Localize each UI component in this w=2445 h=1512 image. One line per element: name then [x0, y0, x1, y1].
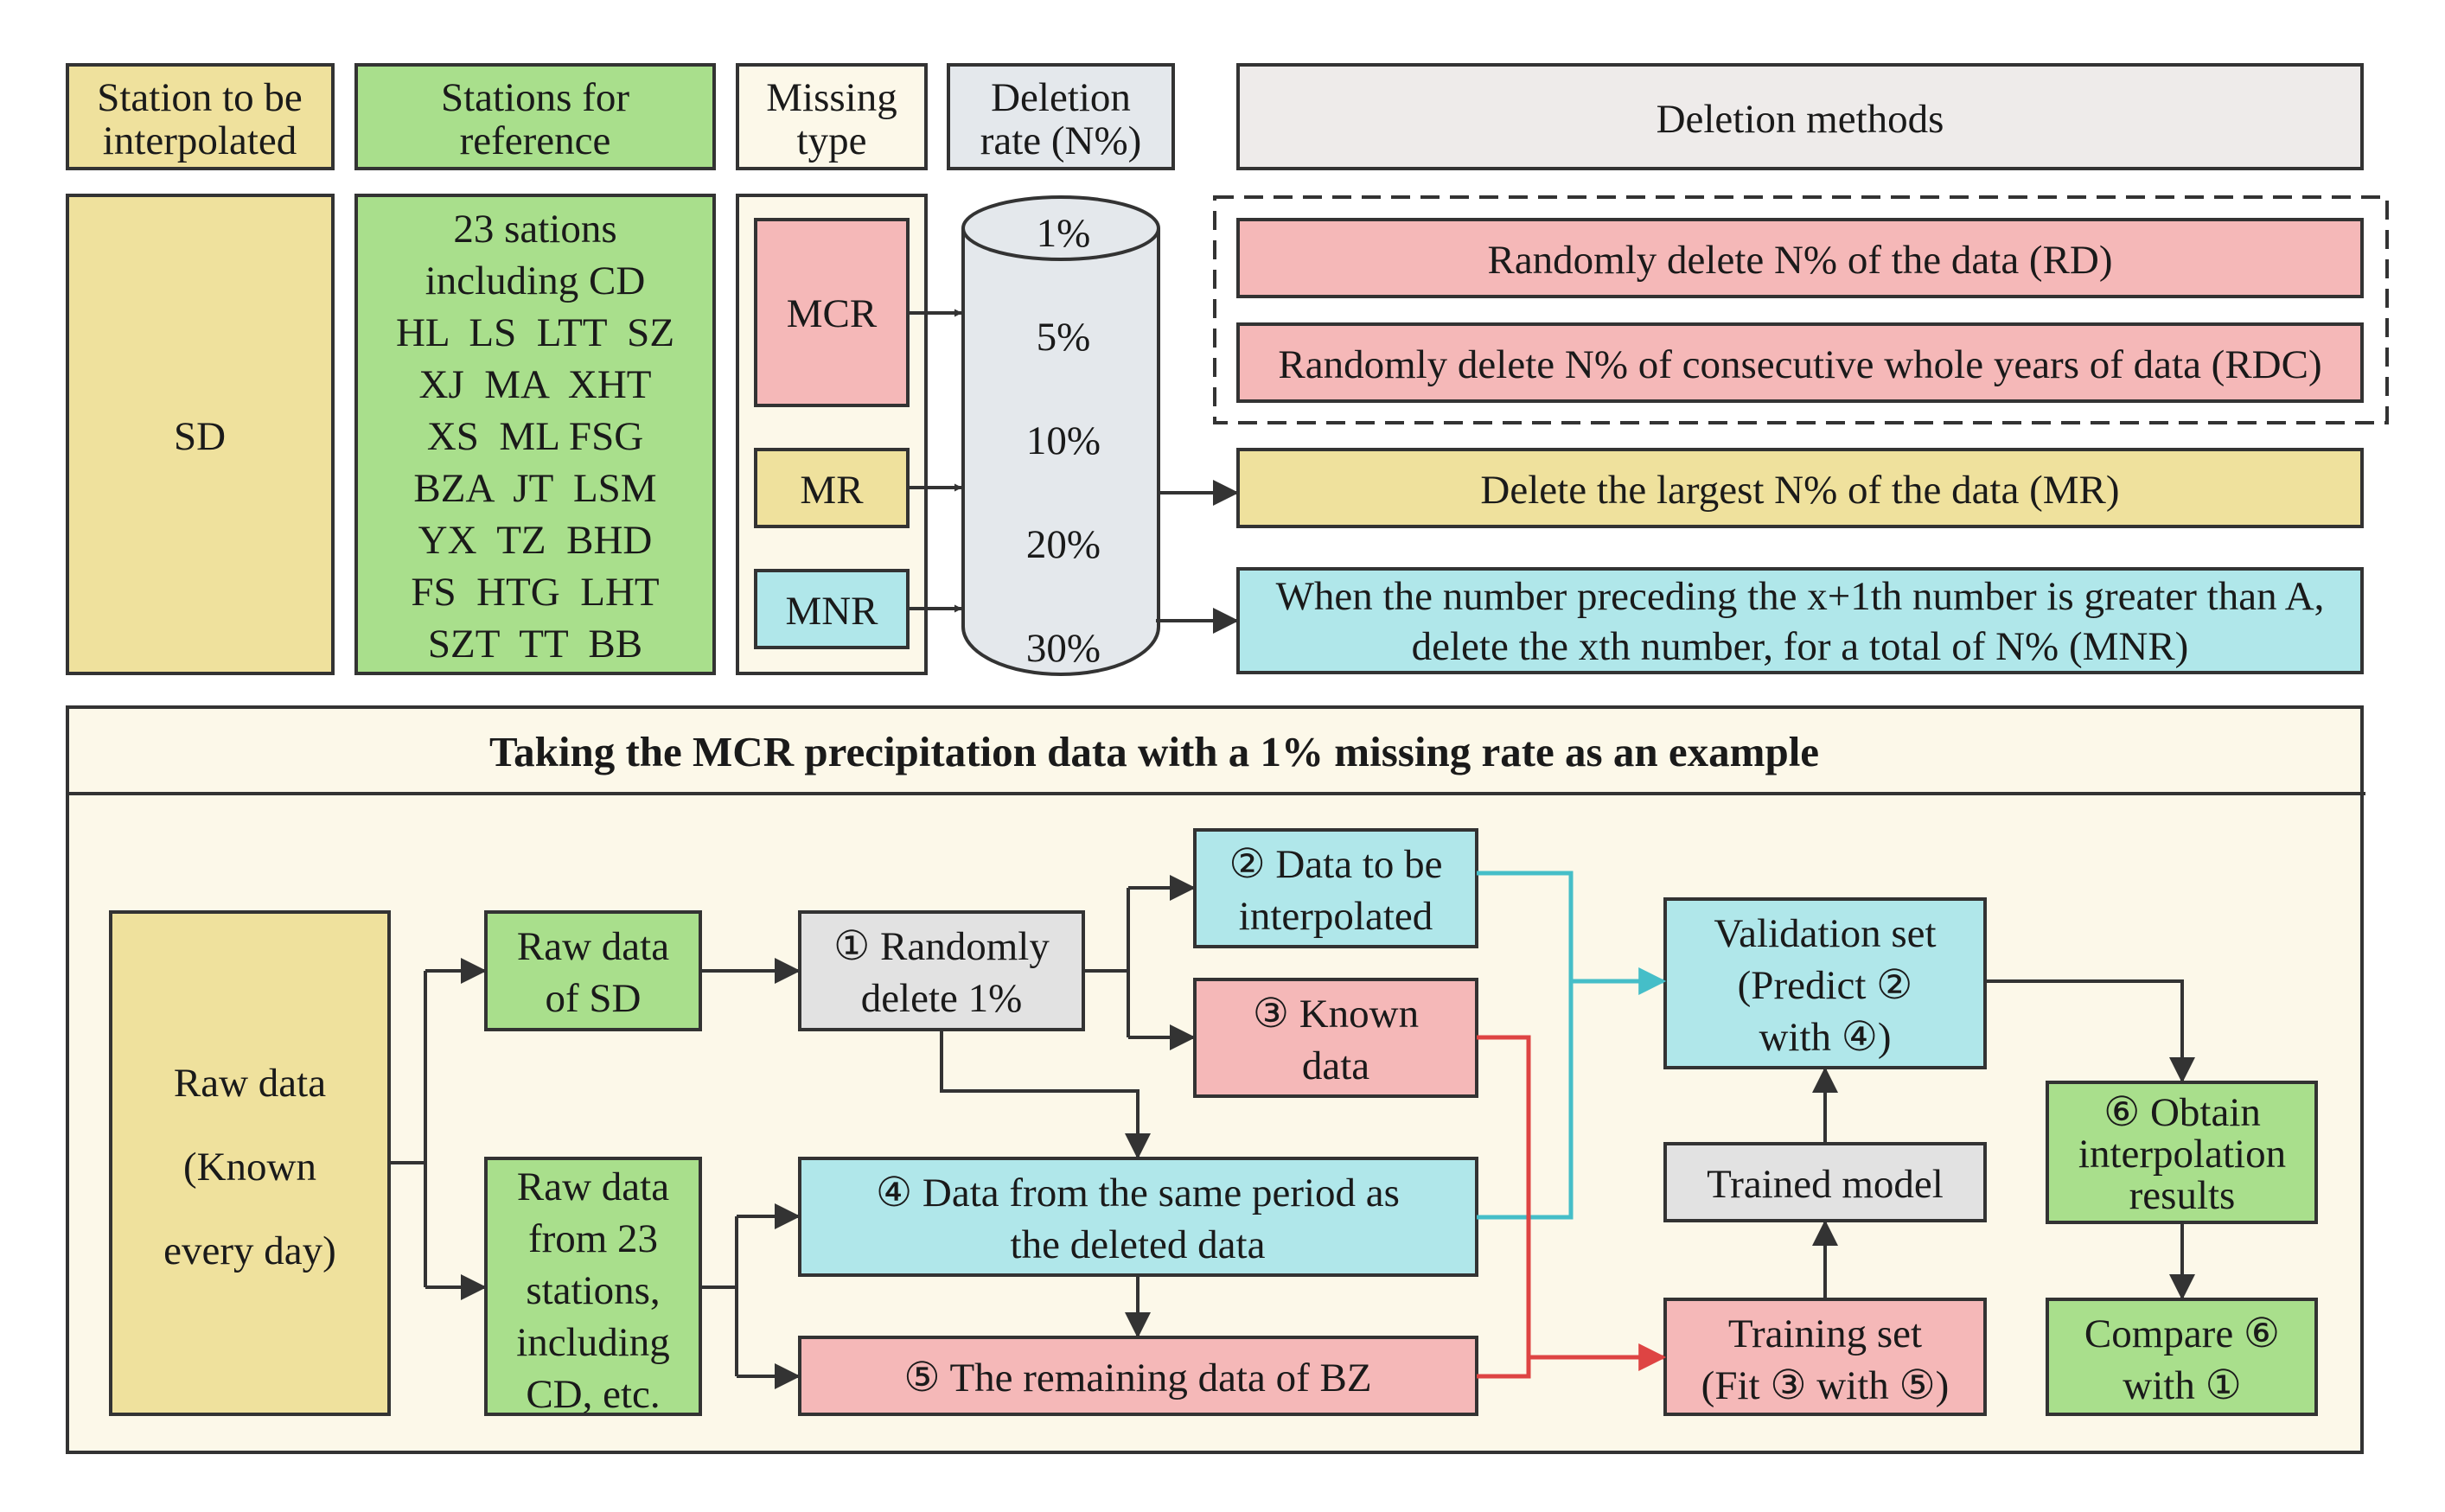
- step1-line: ① Randomly: [833, 924, 1050, 969]
- step1-line: delete 1%: [861, 976, 1023, 1021]
- random-deletion-dashed-group: [1213, 195, 2389, 424]
- method-rdc-label: Randomly delete N% of consecutive whole …: [1278, 342, 2321, 387]
- step4-line: ④ Data from the same period as: [876, 1171, 1400, 1215]
- step6-line: interpolation: [2078, 1132, 2286, 1177]
- step1-random-delete-box: ① Randomly delete 1%: [798, 910, 1085, 1031]
- step5-label: ⑤ The remaining data of BZ: [903, 1356, 1371, 1400]
- header-missing-line-1: Missing: [766, 75, 897, 120]
- validation-line: with ④): [1759, 1015, 1891, 1060]
- step2-line: ② Data to be: [1229, 842, 1442, 887]
- header-reference: Stations for reference: [354, 63, 716, 170]
- missing-mr-label: MR: [800, 468, 864, 513]
- raw-data-sd-box: Raw data of SD: [484, 910, 702, 1031]
- raw-data-23-box: Raw data from 23 stations, including CD,…: [484, 1157, 702, 1417]
- missing-mcr-label: MCR: [787, 291, 878, 336]
- reference-line: 23 sations: [453, 207, 616, 252]
- header-deletion-rate: Deletion rate (N%): [947, 63, 1175, 170]
- reference-line: FS HTG LHT: [411, 570, 659, 615]
- rate-label: 1%: [1037, 211, 1091, 256]
- method-mnr-line-2: delete the xth number, for a total of N%…: [1412, 624, 2189, 669]
- header-station-line-2: interpolated: [103, 118, 297, 163]
- rate-label: 20%: [1026, 522, 1101, 567]
- step3-line: data: [1302, 1043, 1369, 1088]
- step6-line: results: [2129, 1173, 2236, 1218]
- header-rate-line-1: Deletion: [991, 75, 1131, 120]
- method-rdc-box: Randomly delete N% of consecutive whole …: [1236, 322, 2364, 403]
- method-mnr-line-1: When the number preceding the x+1th numb…: [1276, 574, 2325, 619]
- missing-mnr-label: MNR: [785, 589, 878, 634]
- rate-label: 30%: [1026, 626, 1101, 671]
- missing-type-panel: MCR MR MNR: [736, 194, 928, 675]
- header-rate-line-2: rate (N%): [980, 118, 1142, 163]
- compare-line: Compare ⑥: [2084, 1311, 2280, 1356]
- step2-to-interpolate-box: ② Data to be interpolated: [1193, 828, 1478, 948]
- trained-model-box: Trained model: [1663, 1142, 1987, 1222]
- reference-line: HL LS LTT SZ: [396, 310, 674, 355]
- reference-line: including CD: [425, 258, 646, 303]
- reference-line: BZA JT LSM: [413, 466, 656, 511]
- trained-model-label: Trained model: [1707, 1162, 1944, 1207]
- compare-line: with ①: [2123, 1363, 2241, 1408]
- arrow-validation-to-step6: [1985, 979, 2195, 1083]
- validation-line: (Predict ②: [1738, 963, 1913, 1008]
- missing-mcr-box: [754, 218, 910, 407]
- method-mr-box: Delete the largest N% of the data (MR): [1236, 448, 2364, 528]
- reference-line: XJ MA XHT: [419, 362, 652, 407]
- header-missing-line-2: type: [797, 118, 867, 163]
- compare-box: Compare ⑥ with ①: [2046, 1298, 2318, 1416]
- rate-label: 5%: [1037, 315, 1091, 360]
- connector-red: [1477, 1035, 1531, 1379]
- training-set-box: Training set (Fit ③ with ⑤): [1663, 1298, 1987, 1416]
- connector-cyan: [1477, 871, 1574, 1220]
- raw-data-line: every day): [163, 1228, 336, 1273]
- method-rd-label: Randomly delete N% of the data (RD): [1487, 238, 2112, 283]
- header-missing-type: Missing type: [736, 63, 928, 170]
- flow-arrows: [389, 871, 2195, 1389]
- raw-23-line: from 23: [528, 1216, 658, 1261]
- validation-line: Validation set: [1714, 911, 1936, 956]
- header-methods-label: Deletion methods: [1657, 97, 1944, 142]
- deletion-rate-cylinder: 1% 5% 10% 20% 30%: [961, 195, 1160, 676]
- step3-line: ③ Known: [1253, 992, 1419, 1037]
- raw-data-box: Raw data (Known every day): [109, 910, 391, 1416]
- example-title: Taking the MCR precipitation data with a…: [489, 728, 1819, 775]
- raw-sd-line: Raw data: [517, 924, 669, 969]
- header-station-line-1: Station to be: [97, 75, 303, 120]
- raw-23-line: including: [516, 1320, 670, 1365]
- station-sd-label: SD: [174, 414, 226, 459]
- validation-set-box: Validation set (Predict ② with ④): [1663, 897, 1987, 1069]
- header-reference-line-2: reference: [460, 118, 611, 163]
- header-reference-line-1: Stations for: [441, 75, 629, 120]
- training-line: Training set: [1728, 1311, 1922, 1356]
- raw-data-line: (Known: [183, 1145, 316, 1190]
- station-sd-box: SD: [66, 194, 335, 675]
- step6-results-box: ⑥ Obtain interpolation results: [2046, 1081, 2318, 1224]
- step4-line: the deleted data: [1011, 1222, 1266, 1267]
- arrow-step1-to-step4: [940, 1030, 1151, 1159]
- training-line: (Fit ③ with ⑤): [1701, 1363, 1950, 1408]
- header-station: Station to be interpolated: [66, 63, 335, 170]
- step4-same-period-box: ④ Data from the same period as the delet…: [798, 1157, 1478, 1277]
- method-mr-label: Delete the largest N% of the data (MR): [1480, 468, 2119, 513]
- rate-label: 10%: [1026, 418, 1101, 463]
- raw-sd-line: of SD: [546, 976, 642, 1021]
- reference-line: YX TZ BHD: [418, 518, 653, 563]
- reference-line: SZT TT BB: [428, 622, 642, 667]
- step2-line: interpolated: [1239, 894, 1433, 939]
- raw-23-line: stations,: [526, 1268, 660, 1313]
- raw-data-line: Raw data: [174, 1061, 326, 1106]
- header-deletion-methods: Deletion methods: [1236, 63, 2364, 170]
- reference-line: XS ML FSG: [427, 414, 643, 459]
- missing-mr-box: [754, 448, 910, 528]
- raw-23-line: CD, etc.: [526, 1372, 660, 1417]
- step5-remaining-box: ⑤ The remaining data of BZ: [798, 1336, 1478, 1416]
- method-rd-box: Randomly delete N% of the data (RD): [1236, 218, 2364, 298]
- reference-stations-box: 23 sations including CD HL LS LTT SZ XJ …: [354, 194, 716, 675]
- method-mnr-box: When the number preceding the x+1th numb…: [1236, 567, 2364, 674]
- step3-known-data-box: ③ Known data: [1193, 978, 1478, 1098]
- raw-23-line: Raw data: [517, 1164, 669, 1209]
- step6-line: ⑥ Obtain: [2103, 1090, 2261, 1135]
